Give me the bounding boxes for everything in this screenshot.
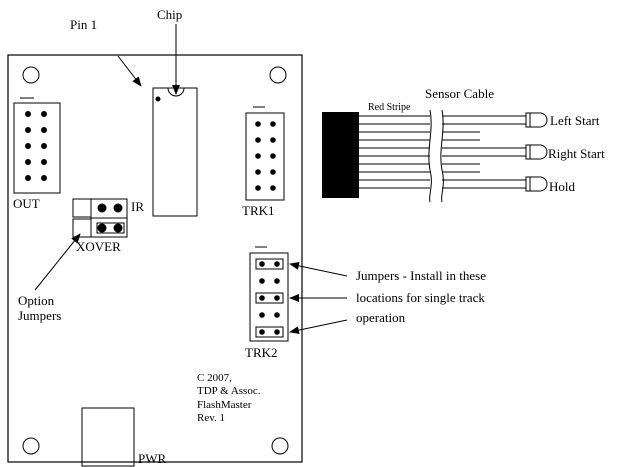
jumpers-note-line2: locations for single track bbox=[356, 290, 485, 305]
power-jack bbox=[81, 407, 135, 467]
option-jumpers-label-line1: Option bbox=[18, 293, 55, 308]
lead-hold-label: Hold bbox=[549, 179, 576, 194]
trk2-jumper-1 bbox=[255, 258, 284, 270]
led-right-start bbox=[525, 144, 548, 160]
chip-label: Chip bbox=[157, 7, 182, 22]
trk2-jumper-3 bbox=[255, 326, 284, 338]
trk1-connector bbox=[245, 106, 285, 201]
jumpers-note-line1: Jumpers - Install in these bbox=[356, 268, 486, 283]
led-left-start bbox=[525, 112, 548, 128]
mounting-hole-top-right bbox=[269, 66, 287, 84]
chip bbox=[152, 87, 198, 217]
sensor-cable bbox=[322, 109, 526, 203]
jumpers-note-line3: operation bbox=[356, 310, 406, 325]
copyright-line2: TDP & Assoc. bbox=[197, 385, 261, 397]
jumper-arrow-3 bbox=[289, 319, 348, 335]
pin1-label: Pin 1 bbox=[70, 17, 97, 32]
trk2-connector bbox=[249, 246, 289, 342]
mounting-hole-bottom-left bbox=[22, 437, 40, 455]
trk2-jumper-2 bbox=[255, 292, 284, 304]
trk2-label: TRK2 bbox=[245, 345, 278, 360]
out-connector bbox=[13, 97, 61, 194]
option-jumper-block bbox=[72, 198, 128, 238]
red-stripe-label: Red Stripe bbox=[368, 102, 411, 113]
pcb-board bbox=[7, 54, 303, 463]
trk1-label: TRK1 bbox=[242, 203, 275, 218]
lead-right-start-label: Right Start bbox=[548, 146, 605, 161]
jumper-arrow-1 bbox=[289, 261, 348, 277]
option-jumpers-arrow bbox=[34, 233, 81, 291]
mounting-hole-bottom-right bbox=[271, 437, 289, 455]
pin1-arrow bbox=[117, 55, 142, 87]
sensor-cable-title: Sensor Cable bbox=[425, 86, 494, 101]
copyright-line1: C 2007, bbox=[197, 372, 232, 384]
copyright-line4: Rev. 1 bbox=[197, 412, 225, 424]
pwr-label: PWR bbox=[138, 451, 167, 466]
copyright-line3: FlashMaster bbox=[197, 399, 252, 411]
option-jumpers-label-line2: Jumpers bbox=[18, 308, 61, 323]
lead-left-start-label: Left Start bbox=[550, 113, 600, 128]
pin1-marker bbox=[155, 96, 161, 102]
out-label: OUT bbox=[13, 196, 40, 211]
ir-label: IR bbox=[131, 199, 144, 214]
mounting-hole-top-left bbox=[22, 66, 40, 84]
cable-jacket bbox=[322, 112, 359, 198]
led-hold bbox=[525, 176, 548, 192]
xover-label: XOVER bbox=[76, 239, 121, 254]
